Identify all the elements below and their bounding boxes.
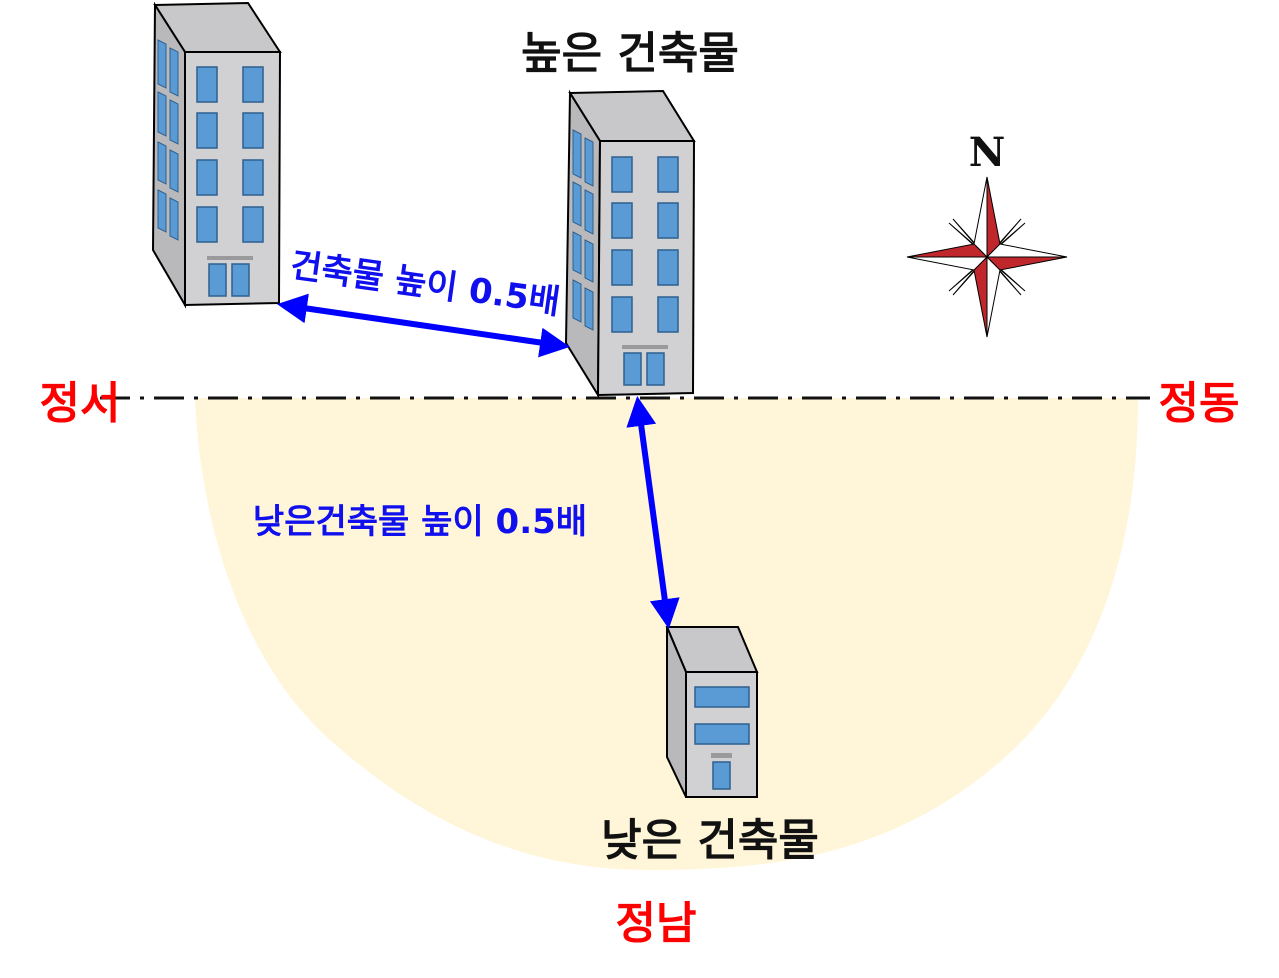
compass-rose-icon xyxy=(906,176,1068,338)
north-label: N xyxy=(969,129,1006,176)
lower-distance-arrow xyxy=(626,396,680,629)
low-building-label: 낮은 건축물 xyxy=(601,815,819,866)
office-building-icon xyxy=(564,89,696,399)
lower-distance-label: 낮은건축물 높이 0.5배 xyxy=(253,502,587,542)
west-label: 정서 xyxy=(40,378,121,429)
tall-building-label: 높은 건축물 xyxy=(521,28,739,79)
upper-distance-arrow xyxy=(277,293,570,358)
east-label: 정동 xyxy=(1159,378,1240,429)
office-building-icon xyxy=(665,626,759,798)
office-building-icon xyxy=(151,1,282,309)
south-label: 정남 xyxy=(616,898,697,949)
